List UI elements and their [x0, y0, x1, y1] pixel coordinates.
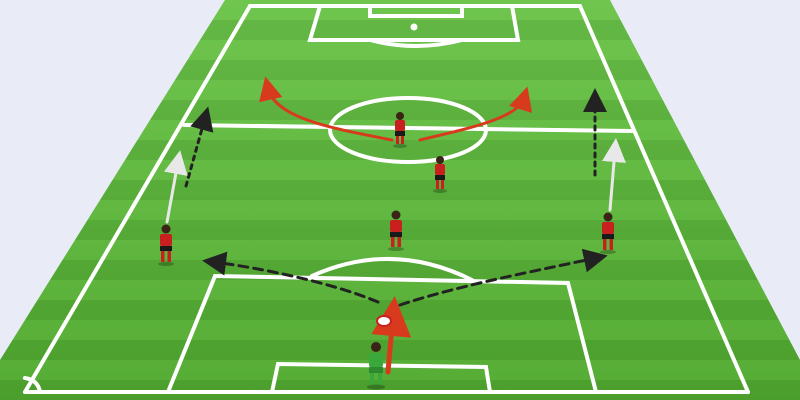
- top-goal-area: [368, 4, 464, 18]
- bottom-penalty-area: [166, 273, 598, 394]
- right-touchline: [578, 4, 750, 394]
- player-left-wing: [158, 224, 174, 266]
- top-penalty-area: [307, 4, 521, 42]
- dashed-run-arrow-left-wing: [184, 106, 214, 188]
- support-arrow-right: [602, 138, 626, 212]
- player-center-top: [393, 112, 407, 148]
- player-center: [388, 210, 404, 251]
- ball: [376, 315, 392, 327]
- curved-run-arrow-right: [418, 86, 533, 142]
- corner-arc: [23, 376, 42, 394]
- top-penalty-spot: [410, 23, 418, 31]
- pass-arrow-to-left: [202, 251, 380, 304]
- curved-run-arrow-left: [259, 76, 394, 142]
- pass-arrow-to-right: [398, 248, 608, 307]
- goalkeeper: [367, 342, 385, 390]
- support-arrow-left: [164, 150, 188, 224]
- left-touchline: [23, 4, 252, 394]
- player-center-mid: [433, 156, 447, 193]
- bottom-penalty-arc: [310, 257, 474, 282]
- center-circle: [328, 96, 488, 164]
- top-penalty-arc: [368, 38, 464, 48]
- player-right-wing: [600, 212, 616, 254]
- ball-carry-arrow: [371, 296, 412, 375]
- halfway-line: [182, 123, 634, 133]
